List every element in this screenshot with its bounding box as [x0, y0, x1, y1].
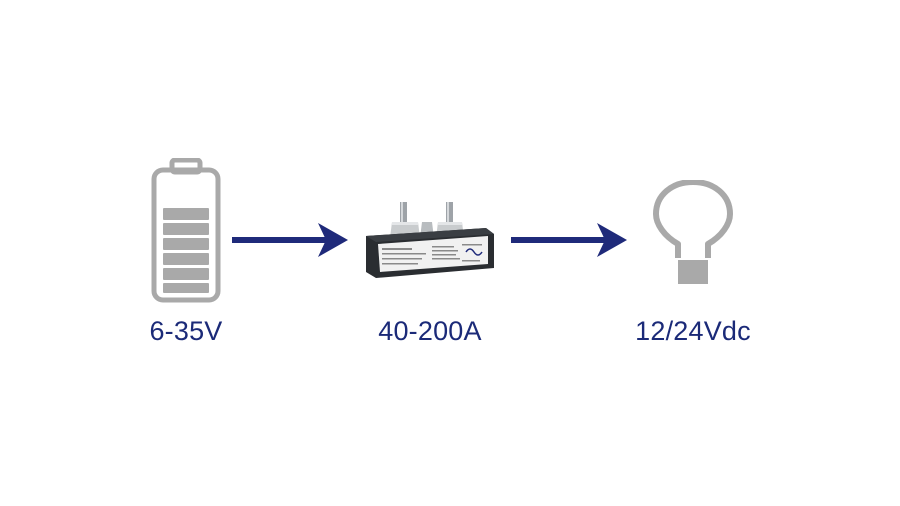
battery-charge-bars [163, 208, 209, 293]
battery-body [151, 167, 221, 303]
arrow-right-icon [232, 223, 348, 257]
light-bulb-icon [653, 180, 733, 284]
battery-icon [151, 158, 221, 303]
battery-protect-device [366, 202, 494, 278]
lamp-voltage-label: 12/24Vdc [635, 316, 751, 346]
arrow-right-icon [511, 223, 627, 257]
terminal-studs [400, 202, 453, 232]
battery-voltage-label: 6-35V [149, 316, 223, 346]
device-current-label: 40-200A [378, 316, 482, 346]
device-label-print [382, 244, 482, 265]
bulb-base [678, 260, 708, 284]
